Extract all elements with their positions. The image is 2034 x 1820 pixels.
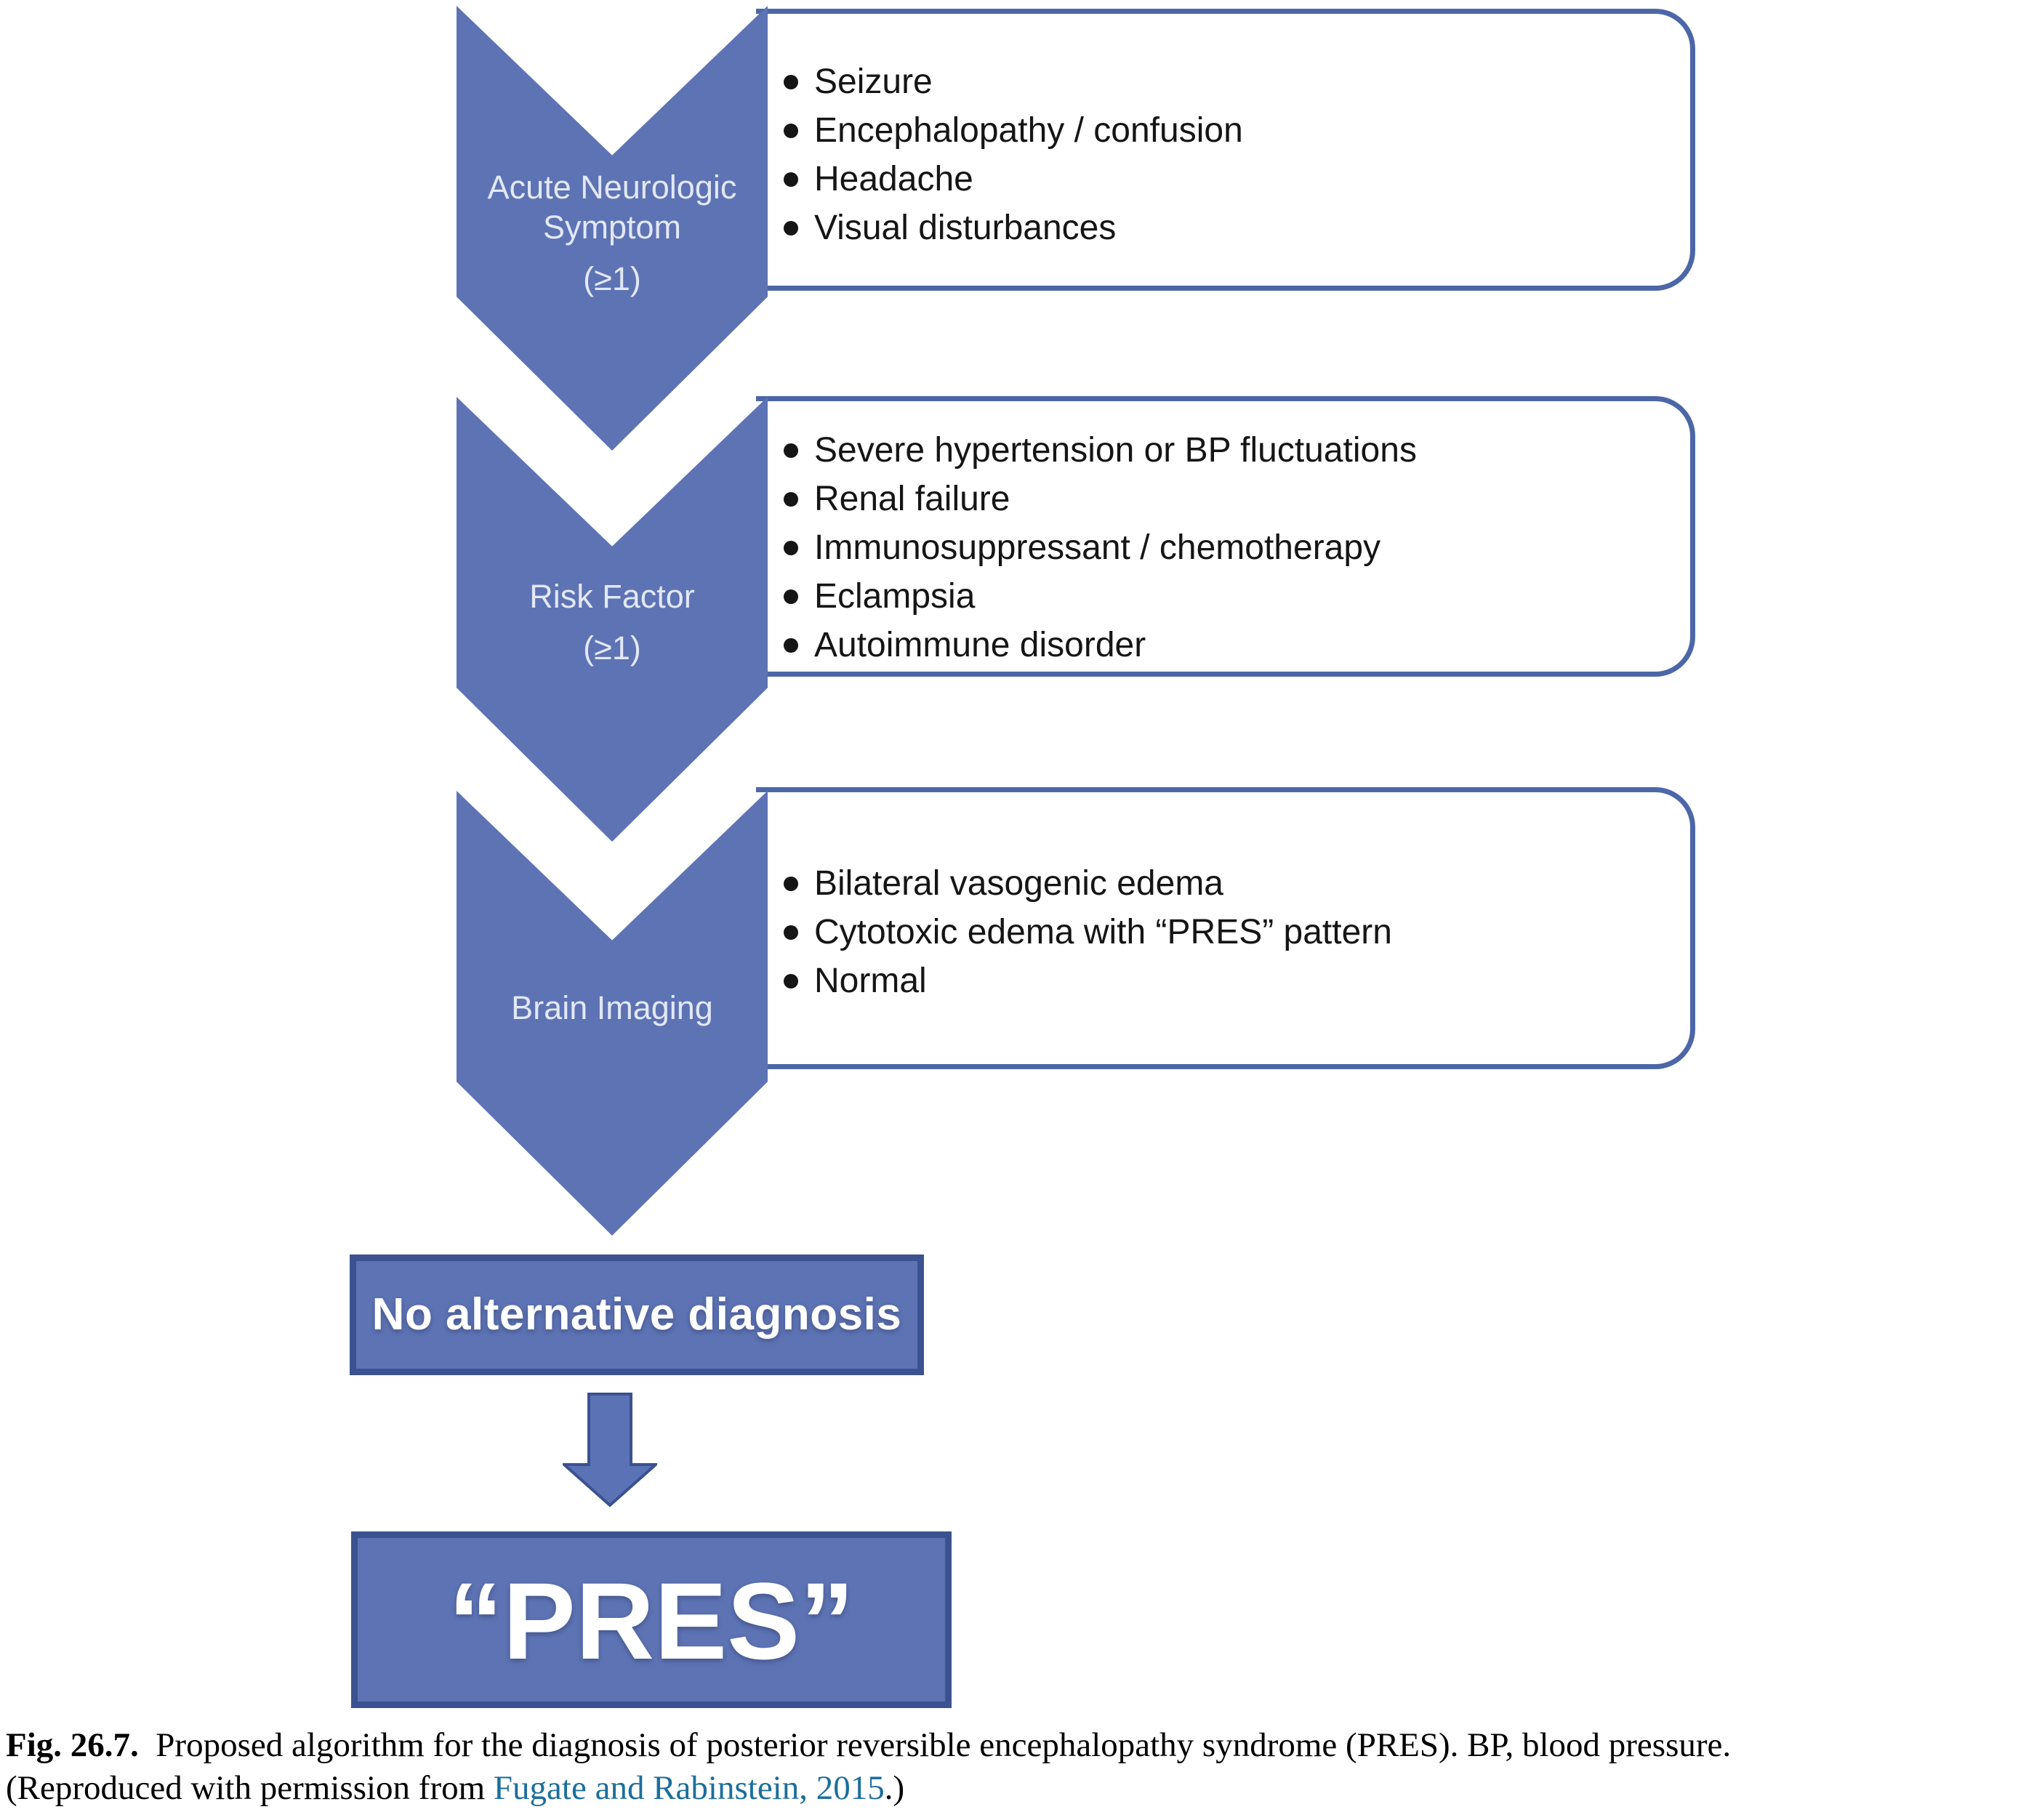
chevron-title-line: Symptom (542, 209, 682, 246)
bullet-list: Seizure Encephalopathy / confusion Heada… (756, 14, 1690, 252)
no-alternative-diagnosis-label: No alternative diagnosis (371, 1289, 902, 1340)
chevron-title-line: Acute Neurologic (487, 169, 737, 206)
bullet-item: Autoimmune disorder (784, 621, 1676, 669)
chevron-title-line: Brain Imaging (511, 989, 713, 1026)
citation-link[interactable]: Fugate and Rabinstein, 2015 (493, 1769, 885, 1807)
bullet-item: Severe hypertension or BP fluctuations (784, 426, 1676, 475)
caption-text: Proposed algorithm for the diagnosis of … (156, 1726, 1732, 1764)
bullet-item: Encephalopathy / confusion (784, 106, 1676, 155)
caption-line-1: Fig. 26.7. Proposed algorithm for the di… (6, 1724, 2034, 1767)
bullet-item: Seizure (784, 57, 1676, 106)
chevron-label: Acute Neurologic Symptom (≥1) (457, 167, 768, 299)
figure-number: Fig. 26.7. (6, 1726, 139, 1764)
chevron-label: Risk Factor (≥1) (457, 576, 768, 668)
chevron-qualifier: (≥1) (583, 629, 641, 667)
caption-line-2: (Reproduced with permission from Fugate … (6, 1767, 2034, 1810)
callout-brain-imaging-findings: Bilateral vasogenic edema Cytotoxic edem… (756, 787, 1695, 1069)
caption-text: .) (884, 1769, 905, 1807)
pres-result-label: “PRES” (448, 1560, 855, 1682)
bullet-item: Immunosuppressant / chemotherapy (784, 523, 1676, 572)
bullet-item: Eclampsia (784, 572, 1676, 621)
chevron-acute-neurologic-symptom: Acute Neurologic Symptom (≥1) (457, 6, 768, 451)
bullet-item: Renal failure (784, 475, 1676, 523)
figure-caption: Fig. 26.7. Proposed algorithm for the di… (6, 1724, 2034, 1810)
bullet-item: Visual disturbances (784, 204, 1676, 252)
bullet-list: Bilateral vasogenic edema Cytotoxic edem… (756, 792, 1690, 1005)
chevron-qualifier: (≥1) (583, 260, 641, 297)
pres-result-box: “PRES” (351, 1531, 952, 1708)
bullet-list: Severe hypertension or BP fluctuations R… (756, 401, 1690, 669)
callout-acute-symptoms: Seizure Encephalopathy / confusion Heada… (756, 9, 1695, 291)
down-arrow-icon (563, 1393, 657, 1507)
bullet-item: Headache (784, 155, 1676, 204)
bullet-item: Bilateral vasogenic edema (784, 859, 1676, 908)
caption-text: (Reproduced with permission from (6, 1769, 494, 1807)
chevron-brain-imaging: Brain Imaging (457, 791, 768, 1236)
bullet-item: Normal (784, 957, 1676, 1005)
bullet-item: Cytotoxic edema with “PRES” pattern (784, 908, 1676, 957)
callout-risk-factors: Severe hypertension or BP fluctuations R… (756, 396, 1695, 677)
no-alternative-diagnosis-box: No alternative diagnosis (350, 1255, 924, 1375)
chevron-title-line: Risk Factor (529, 578, 695, 615)
chevron-risk-factor: Risk Factor (≥1) (457, 397, 768, 842)
chevron-label: Brain Imaging (457, 988, 768, 1028)
